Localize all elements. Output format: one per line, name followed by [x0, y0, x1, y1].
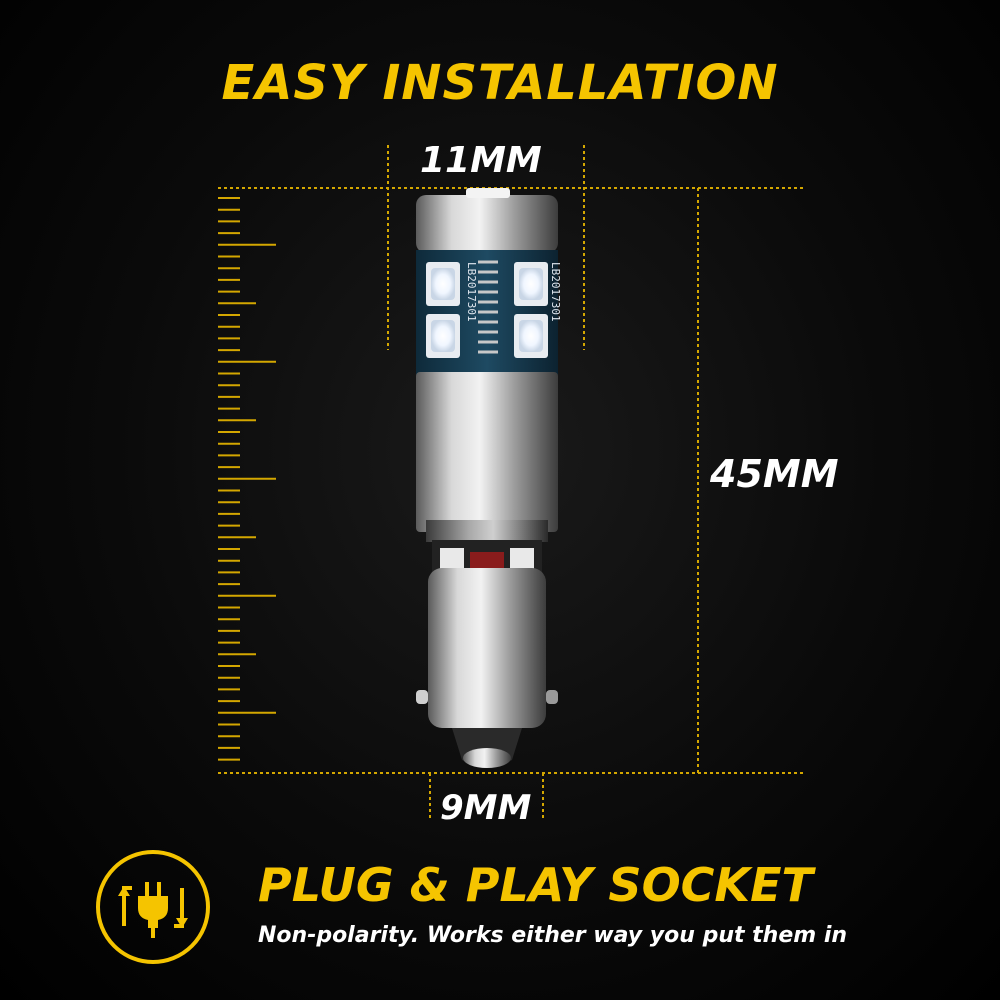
dimension-width-bottom: 9MM	[440, 788, 532, 828]
dimension-width-top: 11MM	[420, 140, 542, 181]
plug-swap-icon	[94, 848, 212, 966]
feature-subtitle: Non-polarity. Works either way you put t…	[258, 923, 848, 948]
led-bulb: LB2017301 LB2017301	[416, 188, 562, 768]
chip-label-left: LB2017301	[465, 262, 478, 322]
bayonet-pin-right	[546, 690, 558, 704]
dimension-height: 45MM	[710, 452, 839, 496]
dimension-guides	[218, 145, 805, 820]
led-chips	[426, 262, 548, 358]
bayonet-pin-left	[416, 690, 428, 704]
ruler	[218, 197, 276, 761]
chip-label-right: LB2017301	[549, 262, 562, 322]
page-title: EASY INSTALLATION	[221, 55, 779, 111]
feature-title: PLUG & PLAY SOCKET	[258, 858, 813, 912]
